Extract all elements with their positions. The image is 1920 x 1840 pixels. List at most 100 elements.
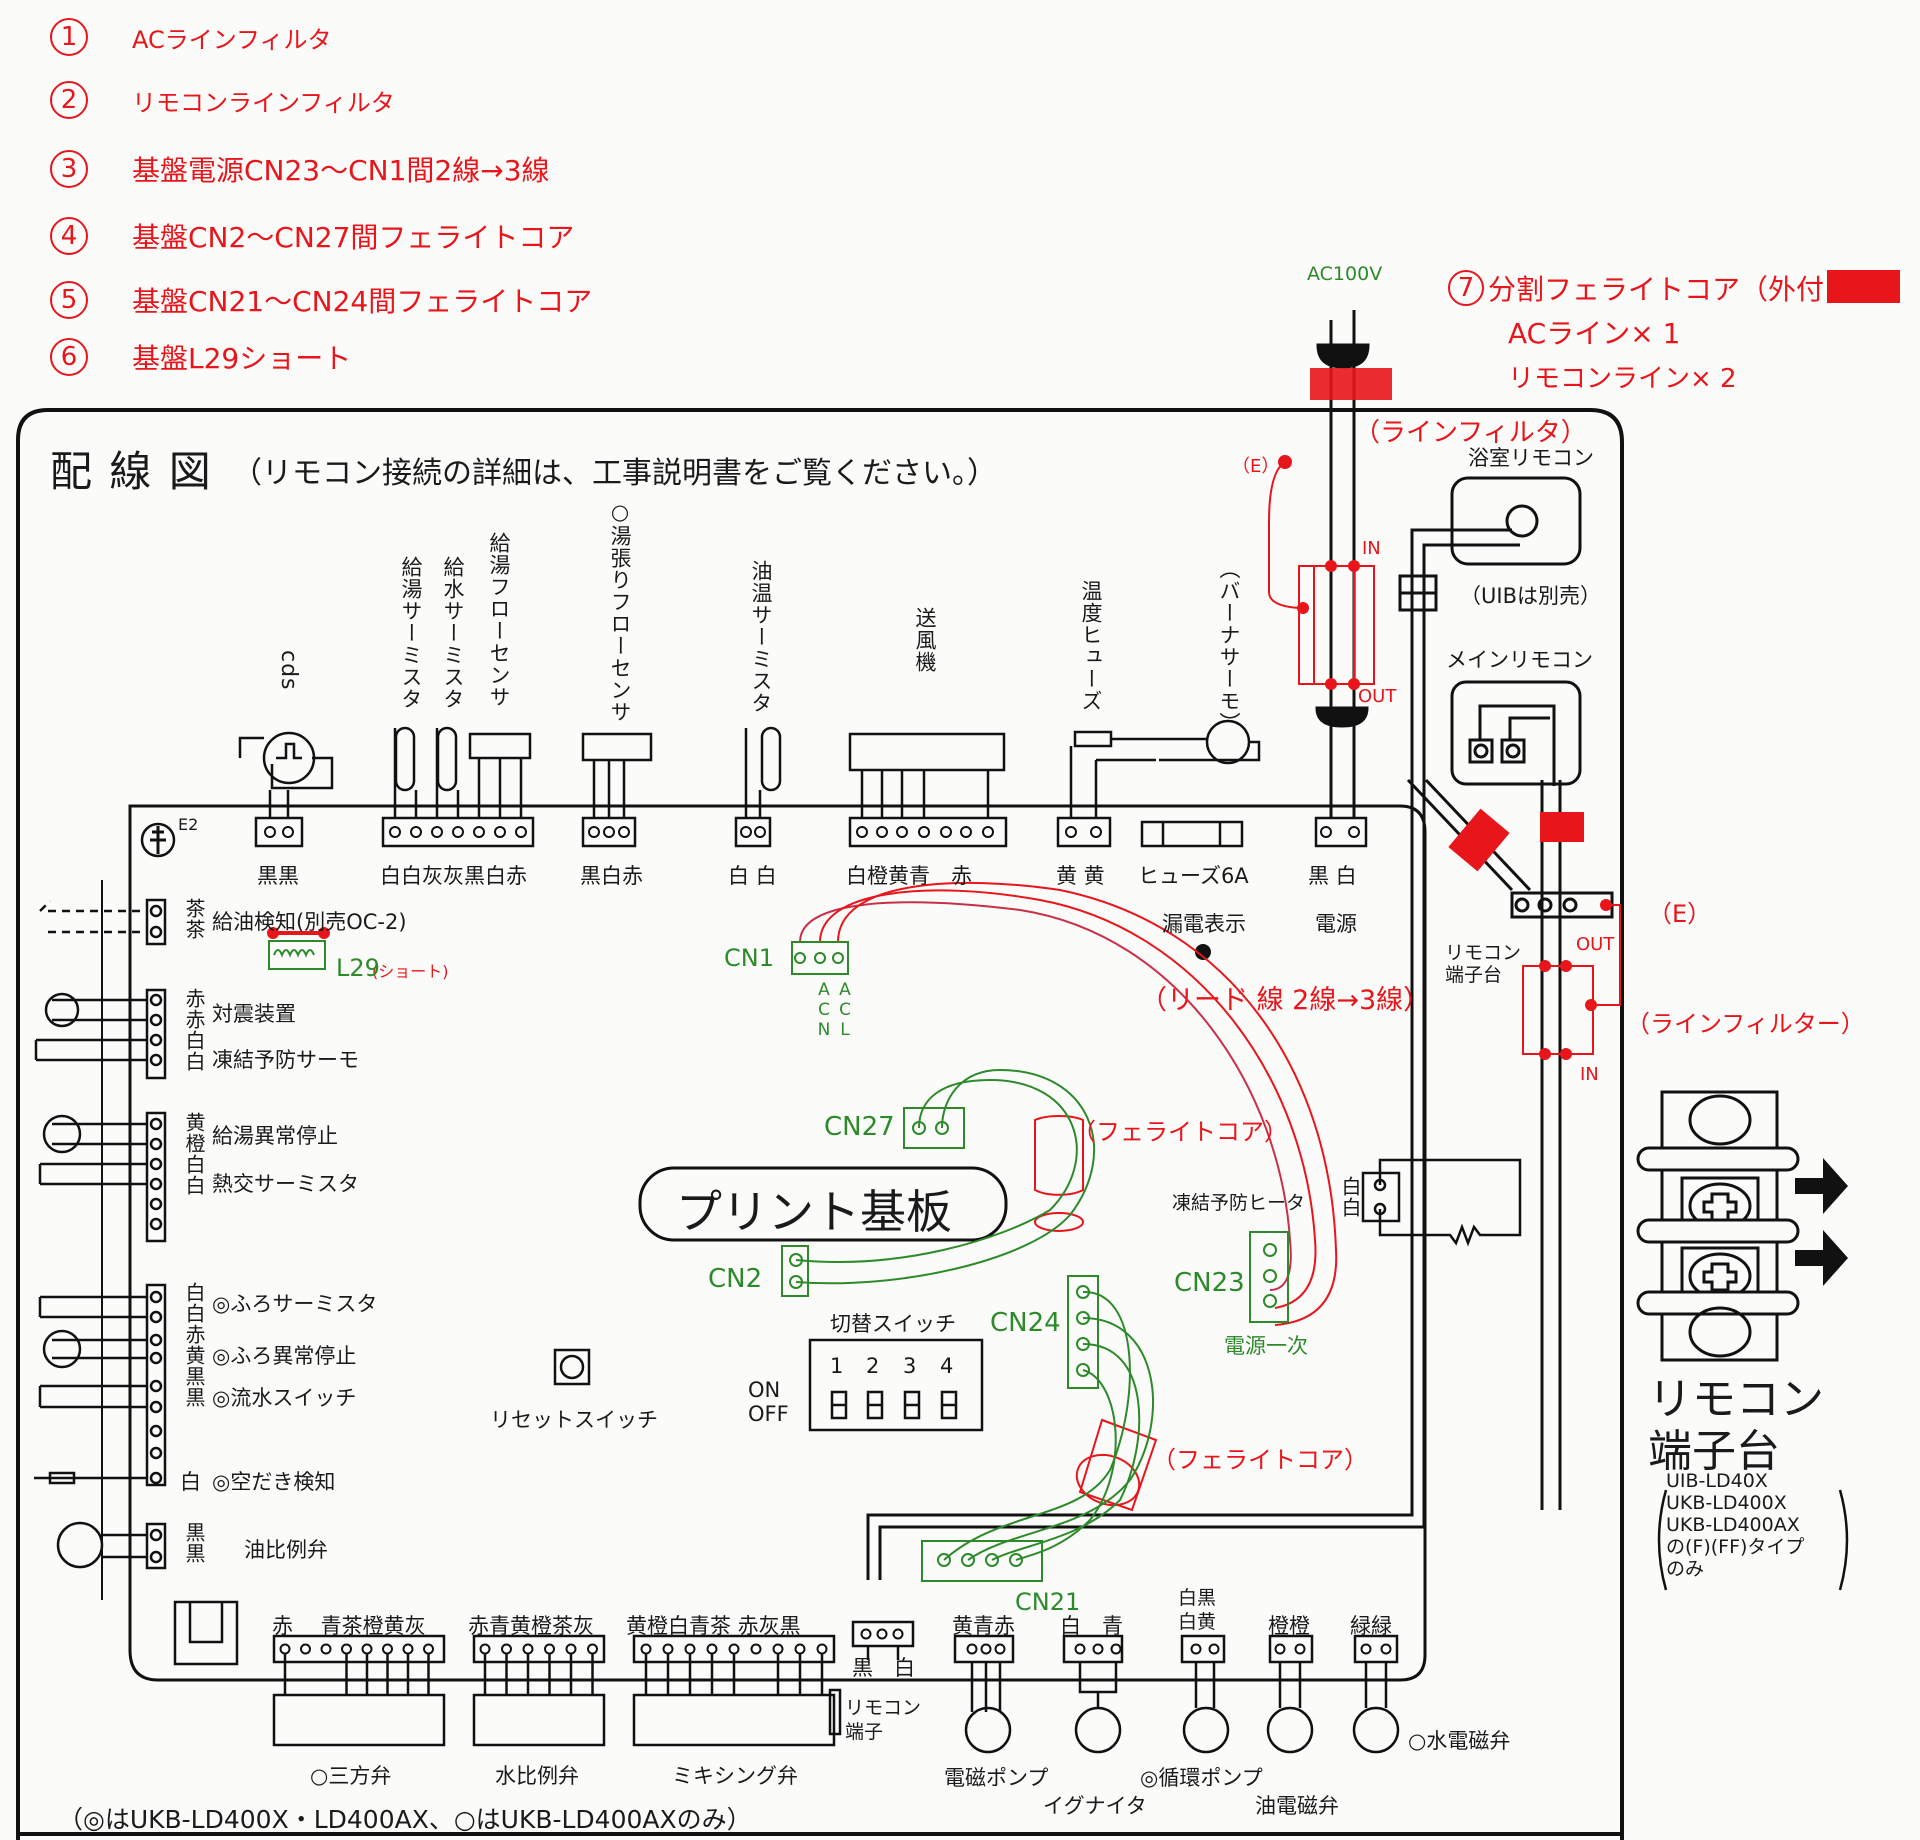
remote-filter-in: IN xyxy=(1580,1064,1599,1085)
freeze-heater-label: 凍結予防ヒータ xyxy=(1172,1192,1306,1214)
wires-remote-terminal: 黒 白 xyxy=(852,1656,915,1680)
label-blower: 送風機 xyxy=(913,607,937,673)
connector-pin xyxy=(341,1643,352,1655)
note-1: 1 ACラインフィルタ xyxy=(50,18,332,56)
connector-pin xyxy=(662,1643,674,1655)
earth-label-ac: （E） xyxy=(1232,456,1280,477)
connector-pin xyxy=(1190,1643,1202,1655)
label-igniter: イグナイタ xyxy=(1043,1794,1147,1818)
note-6: 6 基盤L29ショート xyxy=(50,337,351,377)
e2-screw-icon xyxy=(140,822,176,858)
label-oil-proportional-valve: 油比例弁 xyxy=(244,1538,328,1562)
remote-filter-out: OUT xyxy=(1576,934,1615,955)
label-hot-water-flow-sensor: 給湯フローセンサ xyxy=(487,532,511,708)
dip-switch-title: 切替スイッチ xyxy=(830,1312,956,1336)
model-item: UIB-LD40X xyxy=(1666,1470,1768,1492)
connector-pin xyxy=(794,1643,806,1655)
connector-pin xyxy=(816,1643,828,1655)
dip-switch-2: 2 xyxy=(866,1354,880,1378)
wires-water-solenoid: 緑緑 xyxy=(1350,1614,1392,1638)
dip-switch-4: 4 xyxy=(940,1354,954,1378)
note-text: 基盤L29ショート xyxy=(132,342,352,375)
dip-switch-1: 1 xyxy=(830,1354,844,1378)
label-remote-terminal: リモコン端子 xyxy=(845,1697,922,1743)
note-number: 2 xyxy=(50,81,88,119)
model-item: UKB-LD400X xyxy=(1666,1492,1787,1514)
label-flow-switch: ◎流水スイッチ xyxy=(212,1386,357,1410)
note-number: 4 xyxy=(50,217,88,255)
label-water-thermistor: 給水サーミスタ xyxy=(441,556,465,710)
note-number: 7 xyxy=(1448,270,1484,306)
main-remote-label: メインリモコン xyxy=(1446,648,1593,672)
connector-pin xyxy=(1360,1643,1372,1655)
label-bath-thermistor: ◎ふろサーミスタ xyxy=(212,1292,378,1316)
note-text: 基盤CN2〜CN27間フェライトコア xyxy=(132,221,575,254)
outer-frame xyxy=(16,408,1624,1840)
label-e2: E2 xyxy=(178,815,199,834)
arrow-right-icon xyxy=(1795,1230,1848,1286)
label-bath-stop: ◎ふろ異常停止 xyxy=(212,1344,357,1368)
terminal-block-title-line1: リモコン xyxy=(1648,1374,1824,1425)
connector-pin xyxy=(402,1643,414,1655)
label-freeze-thermo: 凍結予防サーモ xyxy=(212,1048,359,1072)
terminal-block-models: UIB-LD40X UKB-LD400X UKB-LD400AX の(F)(FF… xyxy=(1666,1470,1804,1580)
connector-pin xyxy=(565,1643,577,1655)
connector-pin xyxy=(728,1643,740,1655)
bottom-connector-pins xyxy=(279,1628,1392,1695)
cn1-pin-acl: ACL xyxy=(835,980,855,1040)
note-number: 1 xyxy=(50,18,88,56)
wires-temp-fuse: 黄 黄 xyxy=(1056,864,1105,888)
connector-pin xyxy=(706,1643,718,1655)
connector-pin xyxy=(1380,1643,1392,1655)
note-7: 7 分割フェライトコア（外付け） xyxy=(1448,268,1880,308)
connector-pin xyxy=(1092,1643,1104,1655)
connector-pin xyxy=(279,1643,291,1655)
wires-igniter: 白 青 xyxy=(1060,1614,1123,1638)
connector-pin xyxy=(1274,1643,1286,1655)
wires-hot-water-stop: 黄橙白白 xyxy=(182,1112,206,1196)
note-text: ACラインフィルタ xyxy=(132,25,332,54)
remote-line-filter-label: （ラインフィルター） xyxy=(1626,1010,1865,1038)
connector-pin xyxy=(361,1643,373,1655)
cn1-label: CN1 xyxy=(724,944,774,972)
connector-pin xyxy=(300,1643,311,1655)
note-4: 4 基盤CN2〜CN27間フェライトコア xyxy=(50,216,574,256)
bath-remote-label: 浴室リモコン xyxy=(1468,446,1594,470)
connector-pin xyxy=(382,1643,393,1655)
note-text: 基盤電源CN23〜CN1間2線→3線 xyxy=(132,154,550,187)
wires-empty-fire: 白 xyxy=(180,1470,201,1494)
connector-pin xyxy=(423,1643,434,1655)
model-item: の(F)(FF)タイプ xyxy=(1666,1536,1805,1558)
label-hot-water-stop: 給湯異常停止 xyxy=(212,1124,338,1148)
connector-pin xyxy=(1110,1643,1122,1655)
note-number: 5 xyxy=(50,281,88,319)
wires-circulation-pump: 白黒 白黄 xyxy=(1178,1587,1217,1633)
connector-pin xyxy=(750,1643,762,1655)
lead-wire-label: （リード 線 2線→3線） xyxy=(1140,985,1431,1016)
board-label: プリント基板 xyxy=(676,1185,952,1239)
connector-pin xyxy=(587,1643,598,1655)
label-water-solenoid-valve: ○水電磁弁 xyxy=(1408,1729,1511,1753)
wires-mixing-valve: 黄橙白青茶 赤灰黒 xyxy=(626,1614,801,1638)
label-heat-exchanger-thermistor: 熱交サーミスタ xyxy=(212,1172,359,1196)
note-2: 2 リモコンラインフィルタ xyxy=(50,81,395,119)
note-text: 基盤CN21〜CN24間フェライトコア xyxy=(132,285,593,318)
label-power: 電源 xyxy=(1315,912,1357,936)
label-bath-flow-sensor: ○湯張りフローセンサ xyxy=(608,500,632,723)
label-temp-fuse: 温度ヒューズ xyxy=(1079,580,1103,712)
ferrite-swatch xyxy=(1827,270,1900,303)
connector-pin xyxy=(876,1628,888,1640)
l29-short-label: (ショート) xyxy=(372,962,449,981)
wires-oil-temp: 白 白 xyxy=(728,864,777,888)
terminal-block-title-line2: 端子台 xyxy=(1648,1426,1780,1477)
bottom-connectors xyxy=(173,1600,1400,1754)
model-item: のみ xyxy=(1666,1558,1705,1580)
freeze-heater-wires: 白白 xyxy=(1338,1176,1362,1218)
model-item: UKB-LD400AX xyxy=(1666,1514,1800,1536)
wires-solenoid-pump: 黄青赤 xyxy=(952,1614,1015,1638)
wires-thermistors: 白白灰灰黒白赤 xyxy=(380,864,527,888)
wires-bath: 白白赤黄黒黒 xyxy=(182,1282,206,1408)
line-filter-label: （ラインフィルタ） xyxy=(1354,418,1587,448)
connector-pin xyxy=(994,1643,1006,1655)
